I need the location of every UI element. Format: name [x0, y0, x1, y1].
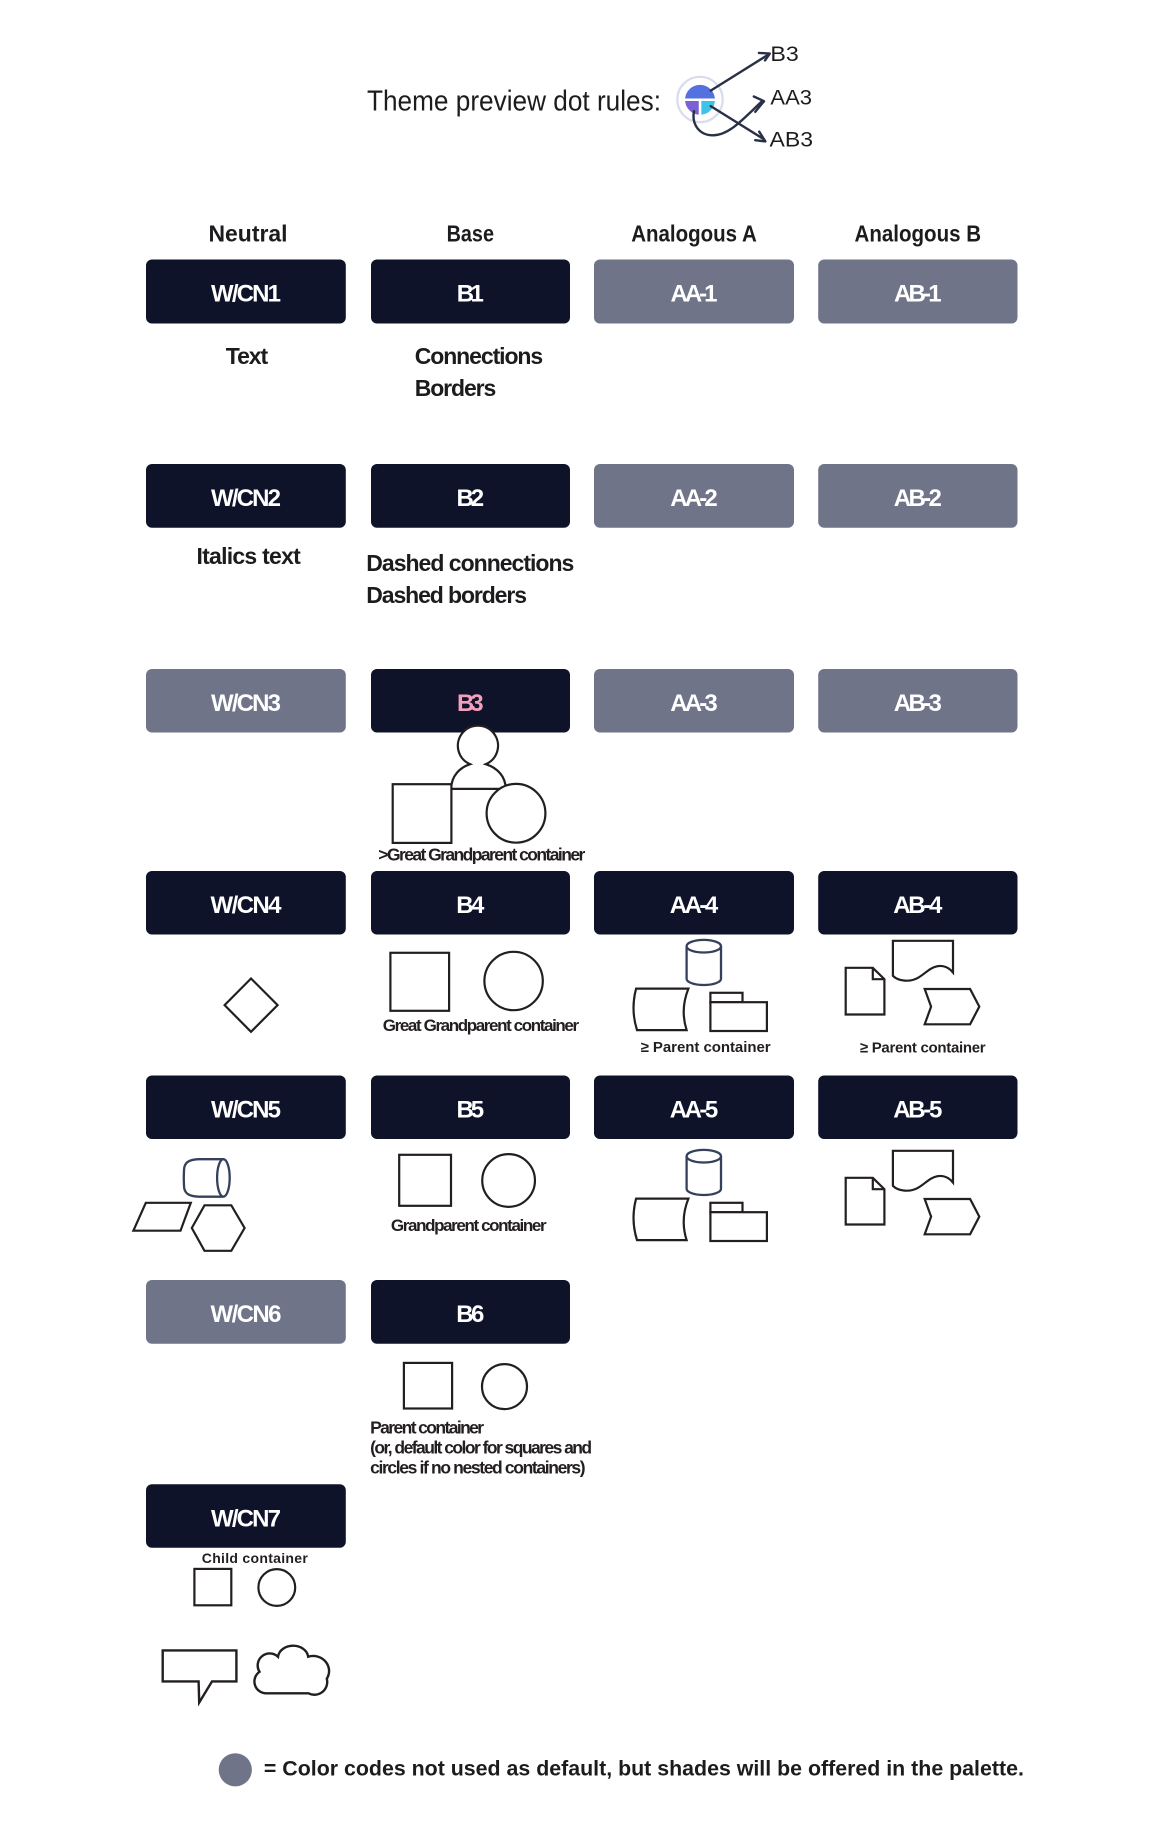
svg-text:AB-2: AB-2 — [894, 485, 942, 512]
svg-text:B6: B6 — [456, 1301, 484, 1328]
svg-text:≥ Parent container: ≥ Parent container — [860, 1039, 986, 1056]
svg-text:W/CN4: W/CN4 — [211, 892, 283, 919]
svg-text:AA-1: AA-1 — [671, 281, 718, 308]
svg-text:AA-2: AA-2 — [670, 485, 718, 512]
svg-text:Analogous A: Analogous A — [631, 221, 757, 247]
svg-text:AB-4: AB-4 — [893, 892, 943, 919]
svg-text:AB-3: AB-3 — [894, 690, 942, 717]
svg-text:B4: B4 — [456, 892, 485, 919]
svg-text:Neutral: Neutral — [209, 221, 288, 247]
svg-text:Great Grandparent container: Great Grandparent container — [383, 1016, 580, 1035]
svg-text:Italics text: Italics text — [197, 543, 302, 569]
svg-text:Theme preview dot rules:: Theme preview dot rules: — [367, 86, 661, 118]
svg-text:circles if no nested container: circles if no nested containers) — [370, 1458, 586, 1478]
svg-text:AB-5: AB-5 — [893, 1097, 942, 1124]
svg-text:Connections: Connections — [415, 343, 544, 369]
svg-text:AA-4: AA-4 — [670, 892, 719, 919]
svg-text:>Great Grandparent container: >Great Grandparent container — [378, 844, 585, 864]
svg-text:AA3: AA3 — [770, 86, 812, 110]
svg-text:B5: B5 — [457, 1097, 485, 1124]
svg-text:B2: B2 — [457, 485, 485, 512]
svg-text:AB3: AB3 — [770, 127, 814, 151]
svg-text:Grandparent container: Grandparent container — [391, 1216, 547, 1235]
svg-text:W/CN3: W/CN3 — [211, 690, 281, 717]
svg-text:Analogous B: Analogous B — [855, 221, 982, 247]
svg-text:Borders: Borders — [415, 375, 497, 401]
svg-text:Dashed borders: Dashed borders — [366, 582, 527, 608]
svg-text:AA-3: AA-3 — [670, 690, 718, 717]
svg-text:Text: Text — [226, 343, 269, 369]
svg-text:AA-5: AA-5 — [670, 1097, 719, 1124]
svg-text:W/CN7: W/CN7 — [211, 1505, 281, 1532]
svg-text:W/CN1: W/CN1 — [211, 281, 281, 308]
svg-text:W/CN5: W/CN5 — [211, 1097, 281, 1124]
svg-text:(or, default color for squares: (or, default color for squares and — [370, 1438, 592, 1458]
svg-text:≥ Parent container: ≥ Parent container — [641, 1039, 771, 1056]
svg-text:W/CN6: W/CN6 — [211, 1301, 282, 1328]
svg-text:Parent container: Parent container — [370, 1418, 484, 1438]
svg-text:B3: B3 — [770, 42, 798, 66]
svg-text:= Color codes not used as defa: = Color codes not used as default, but s… — [264, 1757, 1024, 1781]
svg-text:AB-1: AB-1 — [894, 281, 942, 308]
svg-text:Child container: Child container — [202, 1550, 309, 1566]
svg-text:Base: Base — [447, 221, 494, 247]
svg-text:B1: B1 — [457, 281, 484, 308]
svg-text:Dashed connections: Dashed connections — [366, 550, 574, 576]
svg-text:W/CN2: W/CN2 — [211, 485, 281, 512]
svg-text:B3: B3 — [457, 690, 484, 717]
